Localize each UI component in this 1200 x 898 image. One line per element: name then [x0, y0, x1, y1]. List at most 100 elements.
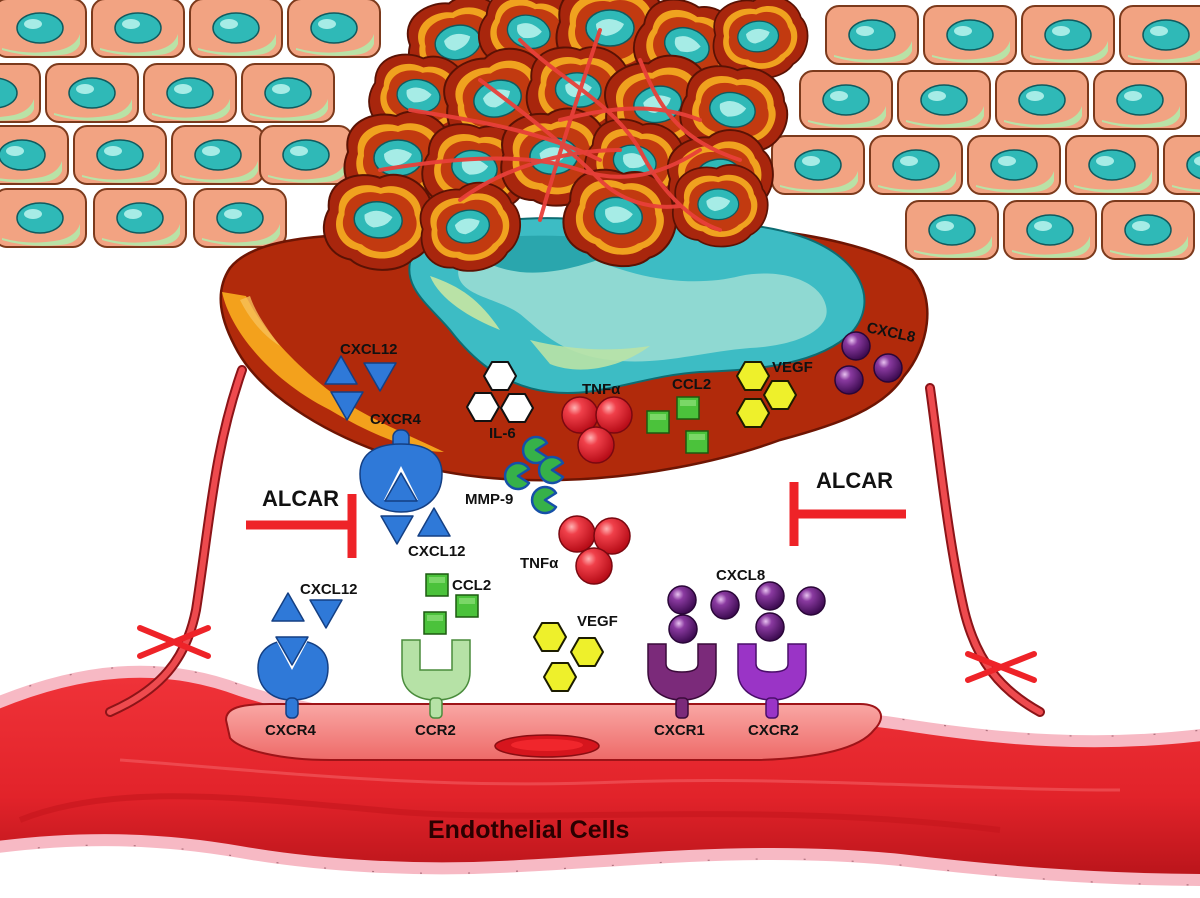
- cxcl12-label-tumor: CXCL12: [340, 341, 398, 358]
- epithelial-cell: [1101, 200, 1195, 260]
- tumor-fibers: [378, 28, 742, 232]
- ccl2-square: [423, 611, 447, 635]
- epithelial-cell: [771, 135, 865, 195]
- cxcl12-released-group: CXCL12: [380, 507, 466, 560]
- endothelial-cell: [224, 703, 882, 761]
- il6-group: IL-6: [466, 361, 534, 442]
- alcar-label-right: ALCAR: [816, 468, 893, 493]
- ccr2-label: CCR2: [415, 722, 456, 739]
- cxcl8-ball: [667, 585, 697, 615]
- epithelial-cell: [171, 125, 265, 185]
- epithelial-cell: [189, 0, 283, 58]
- cxcl8-ball: [755, 581, 785, 611]
- cxcr2-receptor: CXCR2: [737, 643, 807, 739]
- cxcl8-ball: [834, 365, 864, 395]
- cxcl8-ball: [755, 612, 785, 642]
- cxcl8-ball: [710, 590, 740, 620]
- vegf-hexagon: [736, 398, 770, 428]
- cxcl12-triangle: [417, 507, 451, 537]
- mmp9-label: MMP-9: [465, 491, 513, 508]
- epithelial-cell: [91, 0, 185, 58]
- alcar-inhibitor-left: ALCAR: [246, 486, 357, 558]
- vegf-hexagon: [533, 622, 567, 652]
- ccl2-label-tumor: CCL2: [672, 376, 711, 393]
- cxcl8-ball: [841, 331, 871, 361]
- cxcr4-receptor-tumor: CXCR4: [359, 411, 443, 513]
- epithelial-cell: [1119, 5, 1200, 65]
- mmp9-enzyme: [530, 485, 558, 515]
- tnfa-released-group: TNFα: [520, 515, 631, 585]
- epithelial-cell: [193, 188, 287, 248]
- cxcl8-ball: [873, 353, 903, 383]
- epithelial-cell: [0, 188, 87, 248]
- epithelial-cell: [73, 125, 167, 185]
- cxcl12-tumor-group: CXCL12: [324, 341, 398, 421]
- epithelial-cell: [259, 125, 353, 185]
- ccl2-tumor-group: CCL2: [646, 376, 711, 454]
- ccl2-released-group: CCL2: [423, 573, 491, 635]
- epithelial-cell: [967, 135, 1061, 195]
- mmp9-group: MMP-9: [465, 435, 565, 515]
- alcar-inhibitor-right: ALCAR: [789, 468, 906, 546]
- cxcl8-label-released: CXCL8: [716, 567, 765, 584]
- il6-label: IL-6: [489, 425, 516, 442]
- epithelial-cell: [1163, 135, 1200, 195]
- epithelial-cell: [143, 63, 237, 123]
- epithelial-cell: [825, 5, 919, 65]
- vegf-label-released: VEGF: [577, 613, 618, 630]
- tnfa-label-released: TNFα: [520, 555, 559, 572]
- cxcr4-label-tumor: CXCR4: [370, 411, 422, 428]
- il6-hexagon: [500, 393, 534, 423]
- cxcr1-receptor: CXCR1: [647, 643, 717, 739]
- cxcl8-ball: [796, 586, 826, 616]
- tnfa-label-tumor: TNFα: [582, 381, 621, 398]
- cxcl8-released-group: CXCL8: [667, 567, 826, 644]
- ccr2-receptor: CCR2: [401, 639, 471, 739]
- vegf-hexagon: [736, 361, 770, 391]
- tnfa-ball: [575, 547, 613, 585]
- ccl2-square: [425, 573, 449, 597]
- tnfa-ball: [577, 426, 615, 464]
- cxcl12-triangle: [380, 515, 414, 545]
- tnfa-tumor-group: TNFα: [561, 381, 633, 464]
- cxcr4-label-endothelial: CXCR4: [265, 722, 317, 739]
- cxcr4-receptor-endothelial: CXCR4: [257, 636, 329, 739]
- epithelial-cell: [897, 70, 991, 130]
- vegf-hexagon: [570, 637, 604, 667]
- epithelial-cell: [799, 70, 893, 130]
- vegf-label-tumor: VEGF: [772, 359, 813, 376]
- ccl2-square: [676, 396, 700, 420]
- il6-hexagon: [483, 361, 517, 391]
- cxcl12-triangle: [309, 599, 343, 629]
- blocked-x-left: [137, 625, 211, 659]
- epithelial-cell: [241, 63, 335, 123]
- vegf-tumor-group: VEGF: [736, 359, 813, 428]
- epithelial-cell: [0, 125, 69, 185]
- tnfa-ball: [558, 515, 596, 553]
- ccl2-square: [685, 430, 709, 454]
- epithelial-cell: [923, 5, 1017, 65]
- blocked-x-right: [965, 651, 1037, 683]
- epithelial-cell: [45, 63, 139, 123]
- epithelial-cell: [0, 0, 87, 58]
- cxcl12-endothelial-group: CXCL12: [271, 581, 358, 629]
- epithelial-cell: [93, 188, 187, 248]
- ccl2-label-released: CCL2: [452, 577, 491, 594]
- cxcl8-ball: [668, 614, 698, 644]
- epithelial-cell: [869, 135, 963, 195]
- vessel-tethers: [105, 365, 1045, 717]
- cxcr2-label: CXCR2: [748, 722, 799, 739]
- epithelial-cell: [905, 200, 999, 260]
- alcar-label-left: ALCAR: [262, 486, 339, 511]
- epithelial-cell: [1021, 5, 1115, 65]
- cxcl12-label-endothelial: CXCL12: [300, 581, 358, 598]
- endothelial-cells-label: Endothelial Cells: [428, 816, 629, 844]
- ccl2-square: [646, 410, 670, 434]
- epithelial-cell: [1093, 70, 1187, 130]
- ccl2-square: [455, 594, 479, 618]
- vegf-hexagon: [543, 662, 577, 692]
- vegf-released-group: VEGF: [533, 613, 618, 692]
- tumor-mass: [219, 217, 929, 482]
- cxcl12-label-released: CXCL12: [408, 543, 466, 560]
